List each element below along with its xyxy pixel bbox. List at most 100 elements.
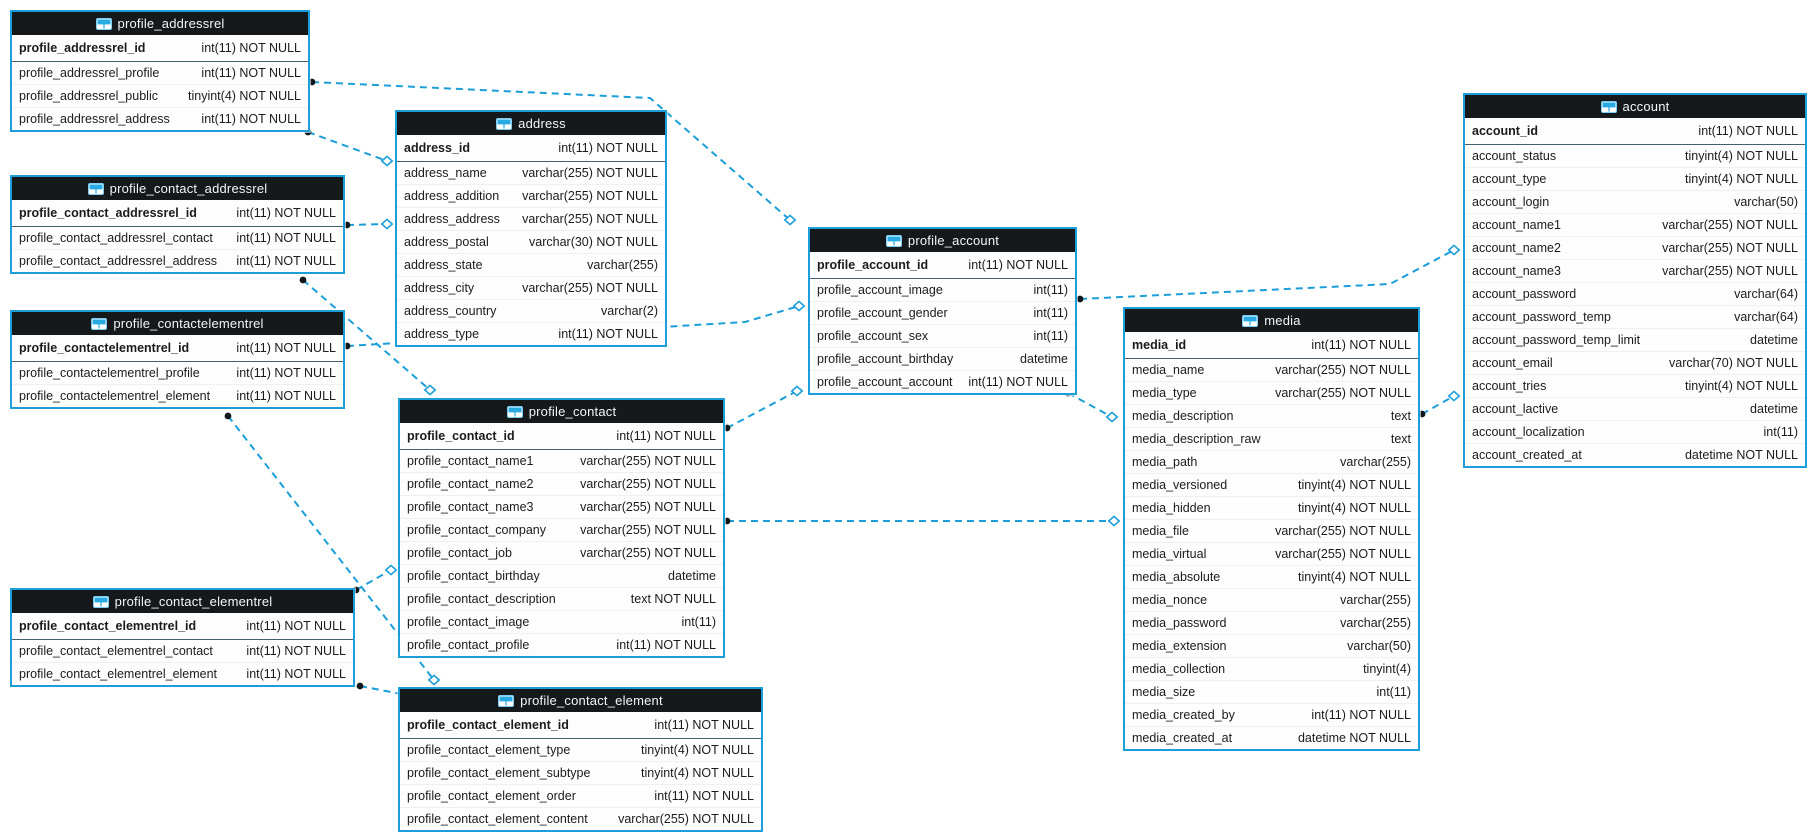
relationship-line[interactable] <box>726 390 798 429</box>
relationship-line[interactable] <box>302 279 431 391</box>
relationship-profile_contact-media[interactable] <box>723 515 1121 527</box>
relationship-line[interactable] <box>346 223 388 226</box>
table-header[interactable]: profile_contactelementrel <box>12 312 343 335</box>
table-header[interactable]: profile_addressrel <box>12 12 308 35</box>
table-header[interactable]: profile_contact_elementrel <box>12 590 353 613</box>
relationship-profile_contact_addressrel-profile_contact[interactable] <box>299 276 437 396</box>
relationship-line[interactable] <box>311 81 791 221</box>
relationship-media-account[interactable] <box>1418 390 1461 418</box>
relationship-line[interactable] <box>1079 249 1455 300</box>
relationship-profile_account-account[interactable] <box>1076 244 1461 303</box>
table-header[interactable]: profile_account <box>810 229 1075 252</box>
relationship-line[interactable] <box>355 569 392 591</box>
relationship-profile_contact-profile_account[interactable] <box>723 385 804 432</box>
table-header[interactable]: profile_contact_element <box>400 689 761 712</box>
relationship-profile_contact_elementrel-profile_contact[interactable] <box>352 564 398 594</box>
table-header[interactable]: profile_contact_addressrel <box>12 177 343 200</box>
relationship-profile_addressrel-profile_account[interactable] <box>308 78 797 226</box>
table-profile_contact_addressrel[interactable]: profile_contact_addressrel profile_contac… <box>10 175 345 274</box>
relationship-profile_addressrel-address[interactable] <box>304 128 394 167</box>
table-header[interactable]: profile_contact <box>400 400 723 423</box>
table-profile_contact_element[interactable]: profile_contact_element profile_contact_e… <box>398 687 763 832</box>
relationship-profile_contact_addressrel-address[interactable] <box>343 218 394 230</box>
relationship-line[interactable] <box>1421 395 1455 415</box>
table-header[interactable]: media <box>1125 309 1418 332</box>
table-header[interactable]: account <box>1465 95 1805 118</box>
